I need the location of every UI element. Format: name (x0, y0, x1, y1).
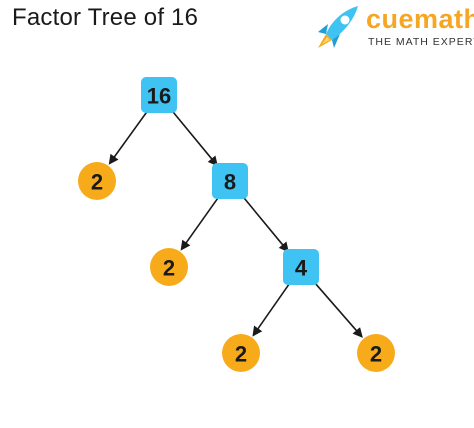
composite-box (283, 249, 319, 285)
node-label: 2 (235, 342, 247, 367)
node-label: 16 (147, 84, 171, 109)
composite-node: 8 (212, 163, 248, 199)
prime-circle (222, 334, 260, 372)
node-label: 8 (224, 170, 236, 195)
composite-node: 4 (283, 249, 319, 285)
tree-edge-n8-n2b (180, 196, 220, 251)
cuemath-logo[interactable]: cuemath THE MATH EXPERT (312, 2, 474, 54)
prime-circle (357, 334, 395, 372)
brand-name: cuemath (366, 4, 474, 34)
tree-edge-n4-n2d (313, 281, 363, 338)
node-label: 2 (91, 170, 103, 195)
node-label: 2 (370, 342, 382, 367)
nodes-layer: 16 2 8 2 4 2 2 (78, 77, 395, 372)
prime-circle (150, 248, 188, 286)
tree-edge-n16-n2a (108, 110, 148, 165)
tree-edge-n4-n2c (252, 282, 291, 337)
composite-node: 16 (141, 77, 177, 113)
tree-edge-n8-n4 (242, 195, 289, 253)
prime-node: 2 (150, 248, 188, 286)
node-label: 2 (163, 256, 175, 281)
page-title: Factor Tree of 16 (12, 4, 199, 31)
tree-edge-n16-n8 (171, 109, 218, 167)
brand-tagline: THE MATH EXPERT (368, 36, 474, 48)
node-label: 4 (295, 256, 308, 281)
composite-box (212, 163, 248, 199)
edges-layer (108, 109, 363, 338)
composite-box (141, 77, 177, 113)
prime-circle (78, 162, 116, 200)
prime-node: 2 (357, 334, 395, 372)
rocket-icon (318, 6, 358, 48)
prime-node: 2 (78, 162, 116, 200)
prime-node: 2 (222, 334, 260, 372)
